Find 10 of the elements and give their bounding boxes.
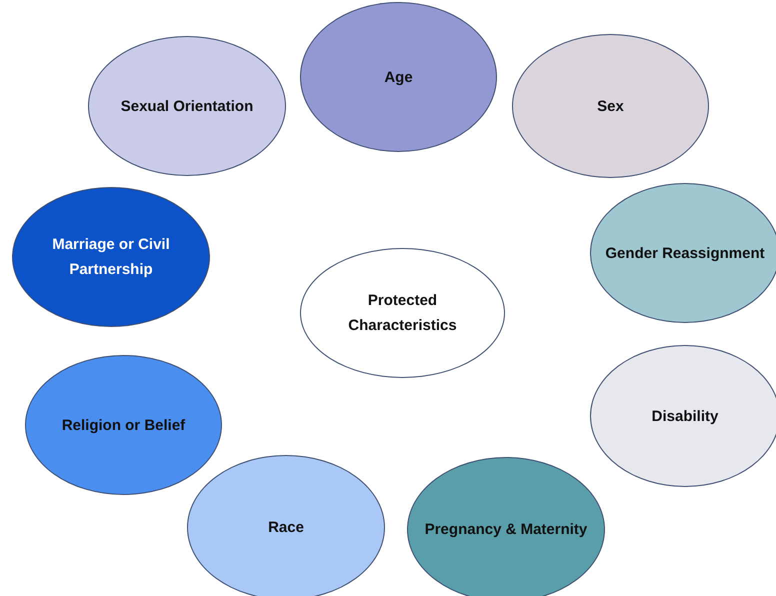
ellipse-label: Sexual Orientation [120, 96, 254, 116]
ellipse-label: Disability [650, 406, 720, 426]
ellipse-label: Gender Reassignment [604, 244, 766, 264]
ellipse-label: Sex [596, 96, 625, 116]
ellipse-label: Religion or Belief [60, 416, 186, 436]
ellipse-label: Protected Characteristics [347, 291, 458, 336]
ellipse-label: Race [267, 518, 305, 538]
ellipse-label: Marriage or Civil Partnership [51, 235, 171, 280]
ellipse-label: Pregnancy & Maternity [424, 520, 588, 540]
ellipse-label: Age [383, 68, 414, 88]
